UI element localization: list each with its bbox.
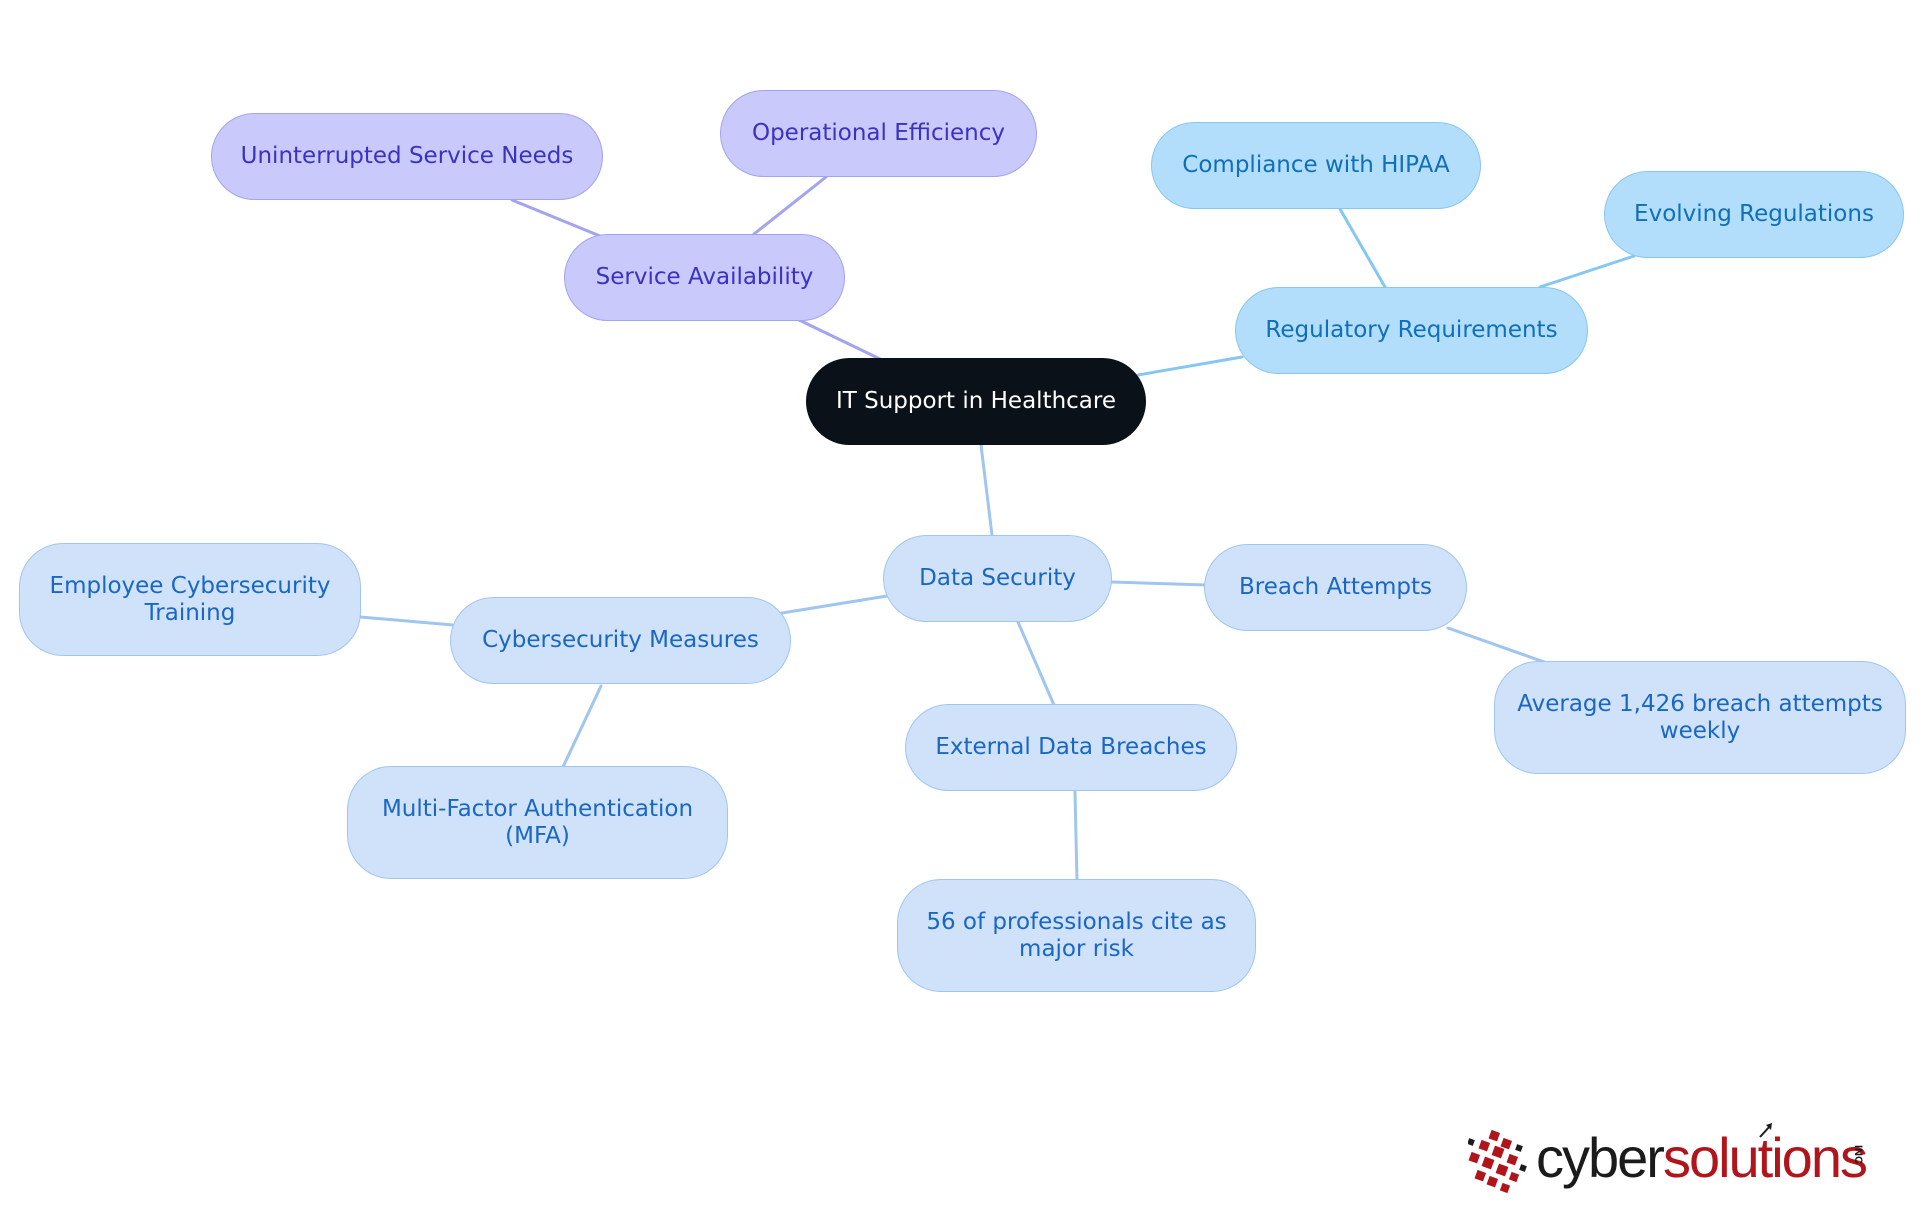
node-cybersecurity-measures[interactable]: Cybersecurity Measures	[450, 597, 791, 684]
external-data-breaches-label: External Data Breaches	[935, 734, 1207, 760]
logo-arrow-icon	[1759, 1123, 1772, 1138]
professionals-risk-line2: major risk	[1019, 935, 1134, 962]
node-service-availability[interactable]: Service Availability	[564, 234, 845, 321]
edge-data-security-breach	[1110, 580, 1208, 587]
edge-service-uninterrupted	[510, 198, 602, 238]
edge-cyber-employee	[358, 615, 455, 627]
node-average-breach-attempts[interactable]: Average 1,426 breach attempts weekly	[1494, 661, 1906, 774]
mfa-line1: Multi-Factor Authentication	[381, 795, 694, 822]
compliance-hipaa-label: Compliance with HIPAA	[1182, 152, 1450, 178]
node-mfa[interactable]: Multi-Factor Authentication (MFA)	[347, 766, 728, 879]
cybersecurity-measures-label: Cybersecurity Measures	[482, 627, 759, 653]
edge-root-data-security	[979, 443, 994, 537]
edge-cyber-mfa	[561, 684, 603, 769]
node-regulatory-requirements[interactable]: Regulatory Requirements	[1235, 287, 1588, 374]
edge-root-service-availability	[795, 317, 882, 361]
node-compliance-hipaa[interactable]: Compliance with HIPAA	[1151, 122, 1481, 209]
node-professionals-risk[interactable]: 56 of professionals cite as major risk	[897, 879, 1256, 992]
evolving-regulations-label: Evolving Regulations	[1634, 201, 1874, 227]
service-availability-label: Service Availability	[595, 264, 814, 290]
average-breach-attempts-line2: weekly	[1659, 717, 1741, 744]
edge-root-regulatory	[1136, 355, 1244, 377]
cybersolutions-logo: cybersolutions INC	[1468, 1123, 1868, 1195]
breach-attempts-label: Breach Attempts	[1238, 574, 1433, 600]
edge-data-security-external	[1016, 620, 1056, 707]
root-node[interactable]: IT Support in Healthcare	[806, 358, 1146, 445]
uninterrupted-service-label: Uninterrupted Service Needs	[240, 143, 574, 169]
logo-text-solutions: solutions	[1662, 1126, 1868, 1189]
edge-service-operational	[752, 175, 828, 236]
node-breach-attempts[interactable]: Breach Attempts	[1204, 544, 1467, 631]
edge-external-professionals	[1073, 790, 1079, 883]
node-operational-efficiency[interactable]: Operational Efficiency	[720, 90, 1037, 177]
operational-efficiency-label: Operational Efficiency	[751, 120, 1006, 146]
professionals-risk-line1: 56 of professionals cite as	[926, 908, 1227, 935]
employee-training-line1: Employee Cybersecurity	[49, 572, 331, 599]
average-breach-attempts-line1: Average 1,426 breach attempts	[1517, 690, 1883, 717]
logo-mark-icon	[1468, 1129, 1527, 1194]
data-security-label: Data Security	[919, 565, 1076, 591]
employee-training-line2: Training	[144, 599, 236, 626]
node-data-security[interactable]: Data Security	[883, 535, 1112, 622]
node-uninterrupted-service-needs[interactable]: Uninterrupted Service Needs	[211, 113, 603, 200]
node-evolving-regulations[interactable]: Evolving Regulations	[1604, 171, 1904, 258]
logo-wordmark: cybersolutions	[1536, 1125, 1868, 1191]
edge-breach-average	[1446, 626, 1549, 665]
mfa-line2: (MFA)	[505, 822, 570, 849]
node-external-data-breaches[interactable]: External Data Breaches	[905, 704, 1237, 791]
regulatory-requirements-label: Regulatory Requirements	[1265, 317, 1558, 343]
edge-regulatory-hipaa	[1338, 207, 1387, 289]
edge-data-security-cyber	[780, 594, 889, 615]
logo-inc-text: INC	[1852, 1145, 1864, 1164]
node-employee-cybersecurity-training[interactable]: Employee Cybersecurity Training	[19, 543, 361, 656]
edge-regulatory-evolving	[1538, 254, 1636, 289]
logo-text-cyber: cyber	[1536, 1126, 1665, 1189]
root-label: IT Support in Healthcare	[835, 388, 1117, 414]
